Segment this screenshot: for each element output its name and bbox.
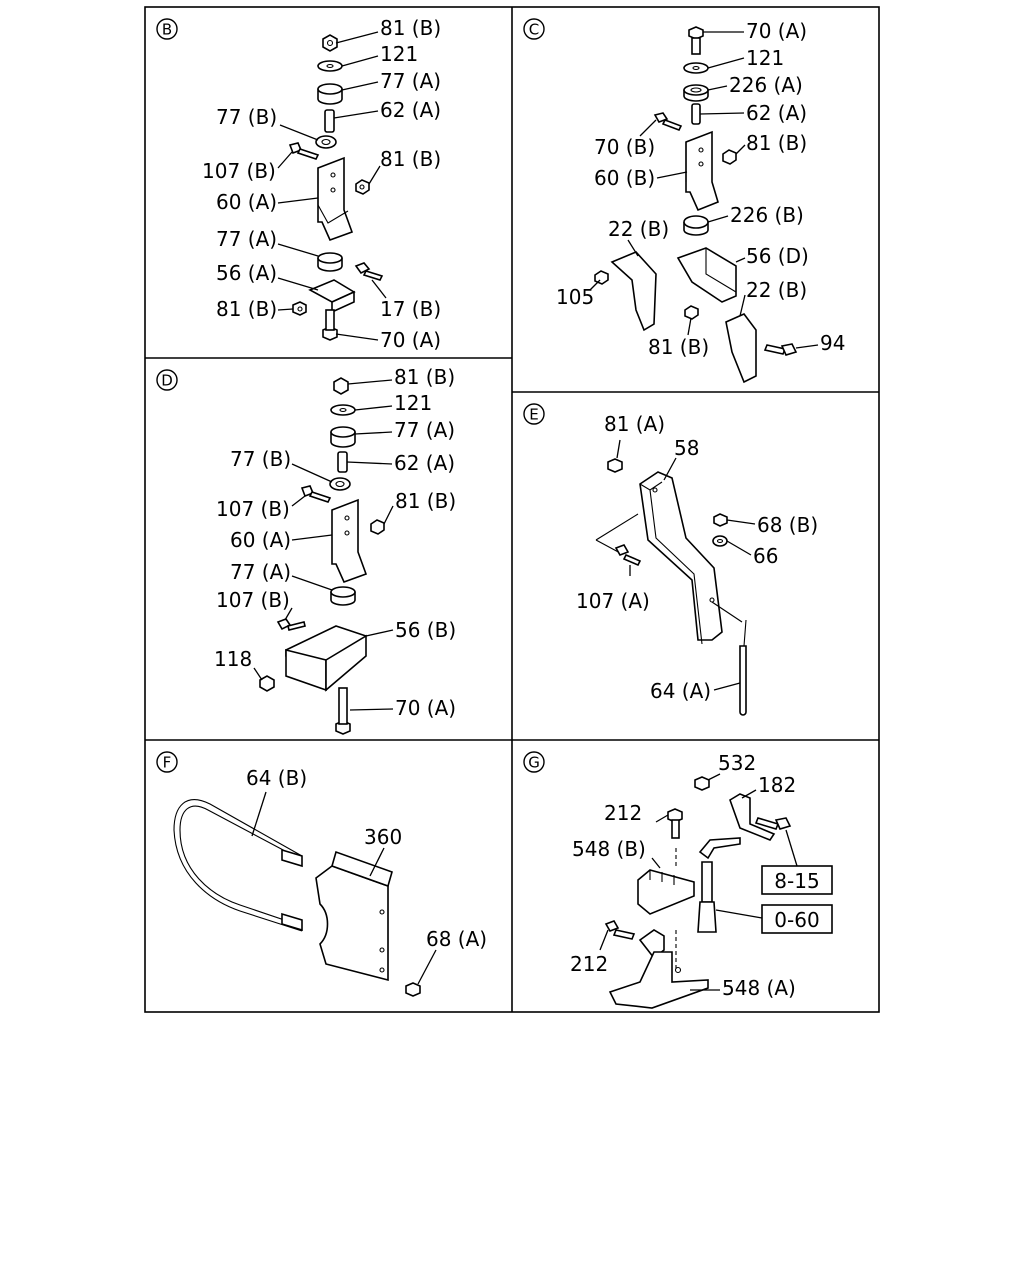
part-drawing bbox=[259, 377, 385, 735]
label-226b: 226 (B) bbox=[730, 203, 804, 227]
label-70b: 70 (B) bbox=[594, 135, 655, 159]
label-107a: 107 (A) bbox=[576, 589, 650, 613]
callout-box-8-15 bbox=[761, 865, 833, 895]
label-118: 118 bbox=[214, 647, 252, 671]
label-81b-right: 81 (B) bbox=[380, 147, 441, 171]
label-60a: 60 (A) bbox=[216, 190, 277, 214]
svg-text:F: F bbox=[163, 754, 172, 772]
label-66: 66 bbox=[753, 544, 778, 568]
label-182: 182 bbox=[758, 773, 796, 797]
label-58: 58 bbox=[674, 436, 699, 460]
label-81b-bottom: 81 (B) bbox=[648, 335, 709, 359]
label-81b: 81 (B) bbox=[746, 131, 807, 155]
label-64b: 64 (B) bbox=[246, 766, 307, 790]
panel-id-badge: G bbox=[523, 751, 545, 773]
label-62a: 62 (A) bbox=[746, 101, 807, 125]
panel-id-badge: F bbox=[156, 751, 178, 773]
label-70a: 70 (A) bbox=[395, 696, 456, 720]
label-0-60: 0-60 bbox=[774, 908, 819, 932]
label-68b: 68 (B) bbox=[757, 513, 818, 537]
label-81b: 81 (B) bbox=[394, 365, 455, 389]
callout-boxes: 8-15 0-60 bbox=[761, 865, 833, 934]
leader-lines bbox=[616, 439, 756, 691]
label-81a: 81 (A) bbox=[604, 412, 665, 436]
label-62a: 62 (A) bbox=[394, 451, 455, 475]
label-94: 94 bbox=[820, 331, 845, 355]
label-81b-right: 81 (B) bbox=[395, 489, 456, 513]
part-drawing bbox=[594, 26, 798, 384]
leader-lines bbox=[277, 31, 387, 341]
label-60a: 60 (A) bbox=[230, 528, 291, 552]
part-labels: 532 182 212 548 (B) 212 548 (A) bbox=[570, 751, 796, 1000]
label-548b: 548 (B) bbox=[572, 837, 646, 861]
label-62a: 62 (A) bbox=[380, 98, 441, 122]
panel-f: F 64 (B) 360 68 (A) bbox=[156, 751, 487, 997]
label-70a: 70 (A) bbox=[380, 328, 441, 352]
label-121: 121 bbox=[380, 42, 418, 66]
leader-lines bbox=[599, 773, 798, 991]
label-121: 121 bbox=[394, 391, 432, 415]
panel-id-badge: E bbox=[523, 403, 545, 425]
label-212-lower: 212 bbox=[570, 952, 608, 976]
part-labels: 81 (B) 121 77 (A) 62 (A) 77 (B) 107 (B) … bbox=[202, 16, 441, 352]
label-77a: 77 (A) bbox=[380, 69, 441, 93]
label-77b: 77 (B) bbox=[230, 447, 291, 471]
svg-text:E: E bbox=[529, 406, 538, 424]
svg-text:C: C bbox=[529, 21, 539, 39]
callout-box-0-60 bbox=[761, 904, 833, 934]
part-drawing bbox=[604, 776, 792, 1009]
label-60b: 60 (B) bbox=[594, 166, 655, 190]
label-532: 532 bbox=[718, 751, 756, 775]
part-labels: 81 (B) 121 77 (A) 77 (B) 62 (A) 107 (B) … bbox=[214, 365, 456, 720]
label-77a-lower: 77 (A) bbox=[216, 227, 277, 251]
label-107b: 107 (B) bbox=[202, 159, 276, 183]
label-70a: 70 (A) bbox=[746, 19, 807, 43]
part-drawing bbox=[595, 458, 747, 716]
label-107b-lower: 107 (B) bbox=[216, 588, 290, 612]
label-56a: 56 (A) bbox=[216, 261, 277, 285]
part-labels: 81 (A) 58 68 (B) 66 107 (A) 64 (A) bbox=[576, 412, 818, 703]
label-121: 121 bbox=[746, 46, 784, 70]
svg-text:B: B bbox=[162, 21, 172, 39]
panel-b: B bbox=[156, 16, 441, 352]
panel-grid bbox=[144, 6, 880, 1013]
part-labels: 64 (B) 360 68 (A) bbox=[246, 766, 487, 951]
label-360: 360 bbox=[364, 825, 402, 849]
label-22b: 22 (B) bbox=[608, 217, 669, 241]
leader-lines bbox=[253, 379, 394, 711]
label-105: 105 bbox=[556, 285, 594, 309]
panel-id-badge: C bbox=[523, 18, 545, 40]
label-212: 212 bbox=[604, 801, 642, 825]
label-77a: 77 (A) bbox=[394, 418, 455, 442]
label-81b-bottom: 81 (B) bbox=[216, 297, 277, 321]
label-64a: 64 (A) bbox=[650, 679, 711, 703]
svg-text:G: G bbox=[528, 754, 540, 772]
part-drawing bbox=[288, 34, 384, 341]
part-labels: 70 (A) 121 226 (A) 62 (A) 70 (B) 81 (B) … bbox=[556, 19, 845, 359]
label-56b: 56 (B) bbox=[395, 618, 456, 642]
label-56d: 56 (D) bbox=[746, 244, 809, 268]
leader-lines bbox=[589, 31, 819, 349]
panel-d: D bbox=[156, 365, 456, 735]
label-17b: 17 (B) bbox=[380, 297, 441, 321]
panel-id-badge: D bbox=[156, 369, 178, 391]
panel-id-badge: B bbox=[156, 18, 178, 40]
label-8-15: 8-15 bbox=[774, 869, 819, 893]
svg-text:D: D bbox=[161, 372, 173, 390]
part-drawing bbox=[173, 799, 421, 997]
label-68a: 68 (A) bbox=[426, 927, 487, 951]
label-22b-lower: 22 (B) bbox=[746, 278, 807, 302]
leader-lines bbox=[251, 791, 437, 985]
panel-e: E 81 (A) 58 68 (B) 66 107 (A bbox=[523, 403, 818, 716]
label-81b: 81 (B) bbox=[380, 16, 441, 40]
label-548a: 548 (A) bbox=[722, 976, 796, 1000]
panel-g: G 8-15 0-60 bbox=[523, 751, 833, 1009]
label-77a-lower: 77 (A) bbox=[230, 560, 291, 584]
label-226a: 226 (A) bbox=[729, 73, 803, 97]
label-107b: 107 (B) bbox=[216, 497, 290, 521]
label-77b: 77 (B) bbox=[216, 105, 277, 129]
panel-c: C bbox=[523, 18, 845, 384]
